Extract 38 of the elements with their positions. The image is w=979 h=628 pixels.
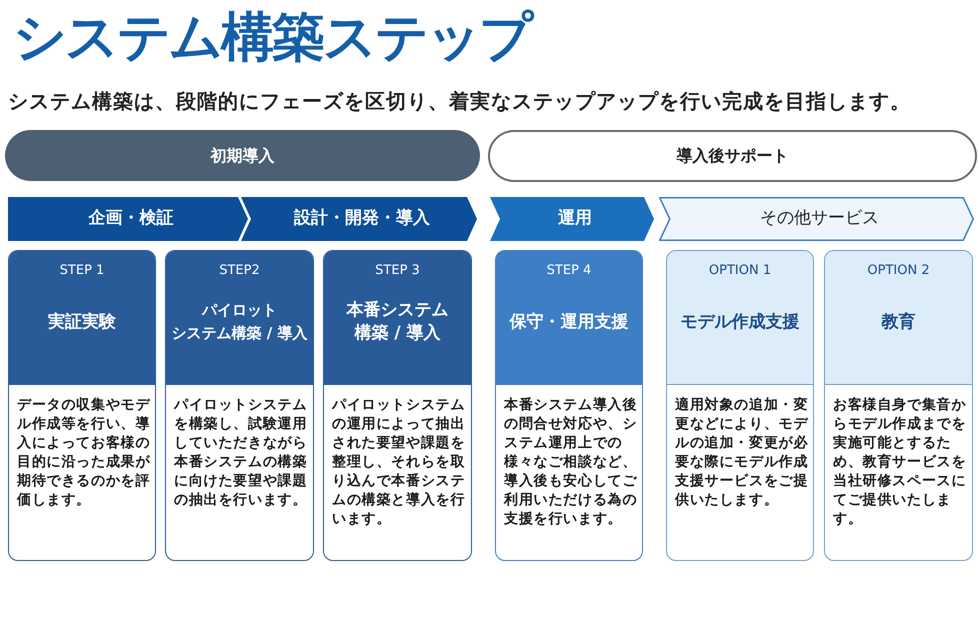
phase-label: 導入後サポート [676,146,788,166]
step-number: STEP 3 [375,263,420,280]
subtitle: システム構築は、段階的にフェーズを区切り、着実なステップアップを行い完成を目指します。 [8,89,911,114]
step-card [495,250,643,561]
phase-pill [488,130,977,182]
stage-banner [659,197,974,241]
phase-label: 初期導入 [210,146,274,166]
step-description: 本番システム導入後の問合せ対応や、システム運用上での様々なご相談など、導入後も安心してご利用いただける為の支援を行います。 [504,396,638,529]
stage-banner [241,197,477,241]
step-title: 本番システム構築 / 導入 [346,299,448,345]
step-card [824,250,973,561]
step-card [323,250,472,561]
step-description: パイロットシステムを構築し、試験運用していただきながら本番システムの構築に向けた要望や課題の抽出を行います。 [174,396,308,510]
step-title: 実証実験 [48,310,116,334]
stage-banner [490,197,654,241]
step-description: データの収集やモデル作成等を行い、導入によってお客様の目的に沿った成果が期待できるのかを評価します。 [17,396,151,510]
stage-label: 運用 [557,208,592,230]
step-number: STEP 1 [60,263,104,280]
step-description: 適用対象の追加・変更などにより、モデルの追加・変更が必要な際にモデル作成支援サービスをご提供いたします。 [675,396,809,510]
stage-label: 設計・開発・導入 [292,208,430,230]
stage-label: その他サービス [759,208,879,230]
stage-label: 企画・検証 [87,208,174,230]
step-description: お客様自身で集音からモデル作成までを実施可能とするため、教育サービスを当社研修スペースにてご提供いたします。 [833,396,967,529]
step-title: 教育 [882,310,916,334]
step-number: OPTION 1 [708,263,772,280]
page-title: システム構築ステップ [13,11,531,64]
step-title: 保守・運用支援 [510,310,628,334]
step-card [165,250,314,561]
step-card [666,250,814,561]
step-title: パイロットシステム構築 / 導入 [172,300,308,344]
stage-banner [8,197,248,241]
phase-pill [5,130,480,181]
step-title: モデル作成支援 [680,310,800,334]
step-card [8,250,156,561]
step-description: パイロットシステムの運用によって抽出された要望や課題を整理し、それらを取り込んで本番システムの構築と導入を行います。 [332,396,466,529]
step-number: OPTION 2 [867,263,930,280]
step-number: STEP 4 [546,263,592,280]
step-number: STEP2 [219,263,260,280]
